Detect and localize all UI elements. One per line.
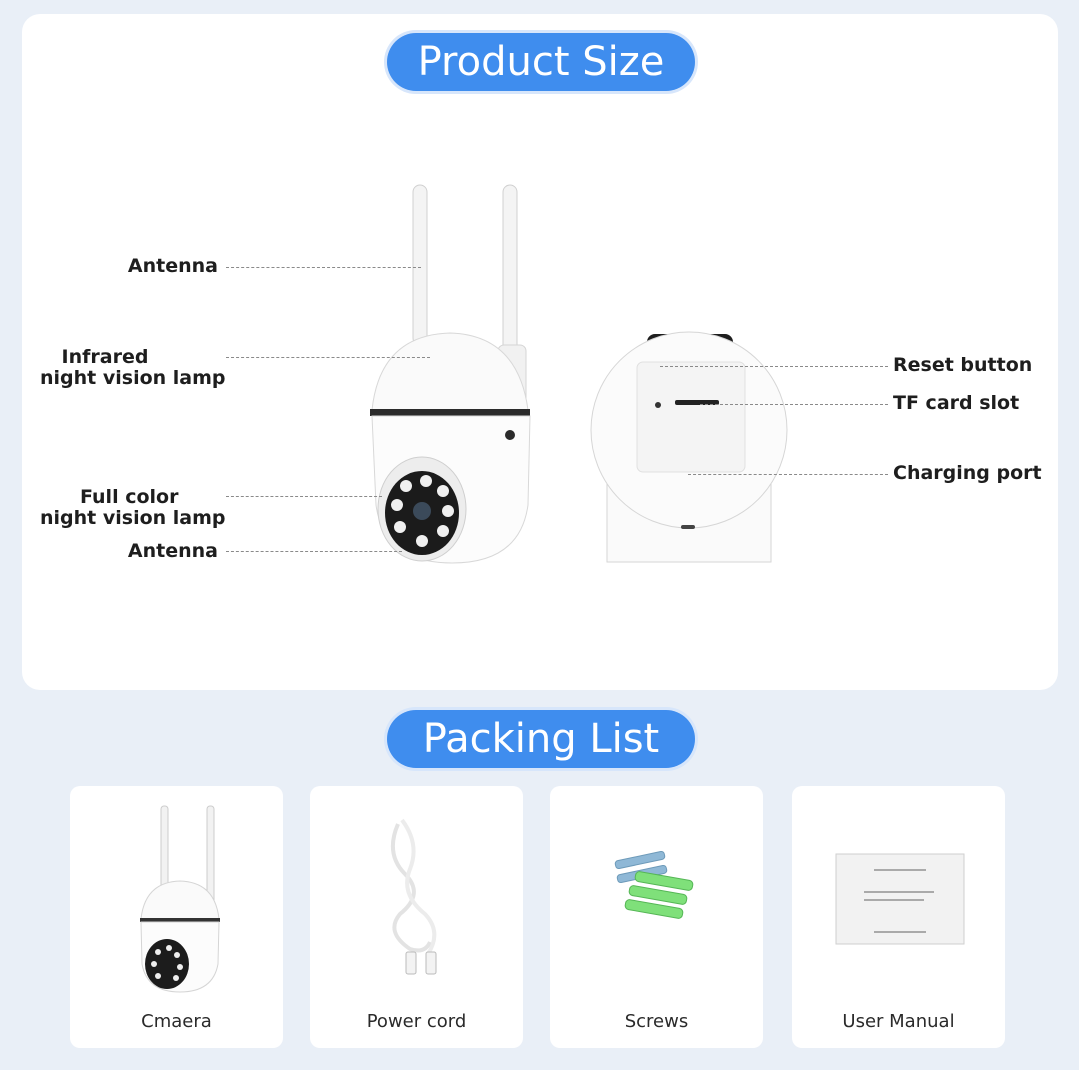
callout-infrared-line2: night vision lamp: [40, 367, 226, 389]
packing-item-camera: Cmaera: [70, 786, 283, 1048]
callout-tf-card-slot: TF card slot: [893, 392, 1020, 414]
callout-fullcolor-line2: night vision lamp: [40, 507, 226, 529]
packing-item-label: User Manual: [842, 1011, 955, 1032]
callout-line: [226, 267, 421, 268]
callout-line: [660, 366, 888, 367]
cable-icon: [390, 818, 437, 975]
packing-item-power-cord: Power cord: [310, 786, 523, 1048]
product-size-panel: [22, 14, 1058, 690]
packing-list-title: Packing List: [387, 710, 695, 768]
packing-item-label: Screws: [624, 1011, 689, 1032]
packing-item-user-manual: User Manual: [792, 786, 1005, 1048]
callout-antenna-bottom: Antenna: [127, 540, 218, 562]
product-size-title: Product Size: [387, 33, 695, 91]
callout-infrared-line1: Infrared: [61, 346, 149, 368]
packing-item-screws: Screws: [550, 786, 763, 1048]
callout-line: [700, 404, 888, 405]
callout-antenna-top: Antenna: [127, 255, 218, 277]
callout-line: [688, 474, 888, 475]
callout-fullcolor-line1: Full color: [80, 486, 179, 508]
callout-charging-port: Charging port: [893, 462, 1042, 484]
callout-line: [226, 357, 430, 358]
callout-line: [226, 551, 402, 552]
camera-rear-illustration: [590, 331, 788, 563]
callout-reset-button: Reset button: [893, 354, 1033, 376]
packing-item-label: Power cord: [366, 1011, 467, 1032]
packing-item-label: Cmaera: [141, 1011, 212, 1032]
camera-icon: [140, 805, 220, 993]
callout-line: [226, 496, 382, 497]
manual-icon: [835, 853, 965, 945]
screws-icon: [614, 850, 694, 919]
camera-front-illustration: [370, 184, 531, 564]
